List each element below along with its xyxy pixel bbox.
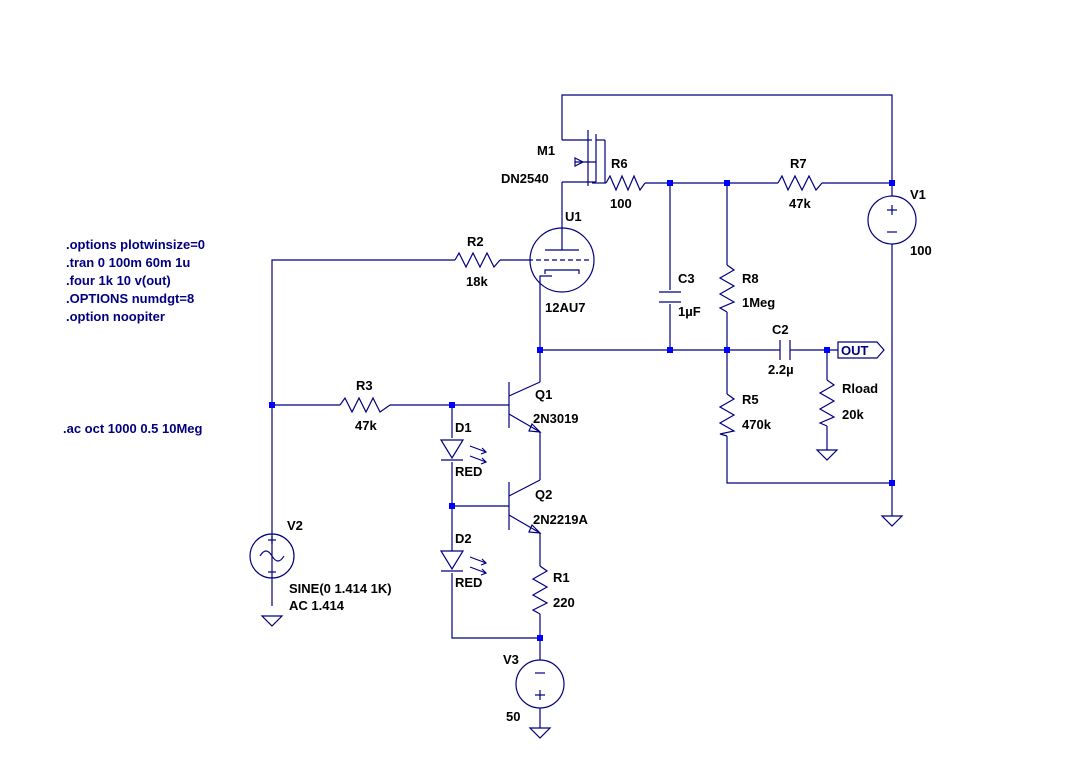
r5-ref-label: R5 xyxy=(742,392,759,407)
resistor-r7-symbol[interactable] xyxy=(777,174,823,192)
q2-value-label: 2N2219A xyxy=(533,512,589,527)
c2-ref-label: C2 xyxy=(772,322,789,337)
r1-value-label: 220 xyxy=(553,595,575,610)
r1-ref-label: R1 xyxy=(553,570,570,585)
mosfet-m1-symbol[interactable] xyxy=(561,130,606,186)
m1-value-label: DN2540 xyxy=(501,171,549,186)
directive-line: .tran 0 100m 60m 1u xyxy=(66,255,190,270)
voltage-source-v1-symbol[interactable] xyxy=(867,195,917,245)
out-net-flag xyxy=(837,341,885,359)
resistor-r5-symbol[interactable] xyxy=(718,393,736,437)
c2-value-label: 2.2µ xyxy=(768,362,794,377)
directive-line: .four 1k 10 v(out) xyxy=(66,273,171,288)
tube-u1-symbol[interactable] xyxy=(528,227,595,293)
r2-value-label: 18k xyxy=(466,274,488,289)
m1-ref-label: M1 xyxy=(537,143,555,158)
ground-v2-symbol xyxy=(260,615,284,627)
q1-value-label: 2N3019 xyxy=(533,411,579,426)
resistor-r1-symbol[interactable] xyxy=(531,565,549,615)
resistor-r6-symbol[interactable] xyxy=(605,174,646,192)
voltage-source-v2-symbol[interactable] xyxy=(249,533,295,579)
r6-value-label: 100 xyxy=(610,196,632,211)
ground-v3-symbol xyxy=(528,727,552,739)
d1-ref-label: D1 xyxy=(455,420,472,435)
ground-v1-symbol xyxy=(880,515,904,527)
v2-ref-label: V2 xyxy=(287,518,303,533)
resistor-r2-symbol[interactable] xyxy=(454,251,501,269)
d2-value-label: RED xyxy=(455,575,482,590)
wires xyxy=(271,94,893,728)
c3-value-label: 1µF xyxy=(678,304,701,319)
c3-ref-label: C3 xyxy=(678,271,695,286)
v2-ac-label: AC 1.414 xyxy=(289,598,345,613)
r8-value-label: 1Meg xyxy=(742,295,775,310)
d1-value-label: RED xyxy=(455,464,482,479)
r7-value-label: 47k xyxy=(789,196,811,211)
ac-directive[interactable]: .ac oct 1000 0.5 10Meg xyxy=(63,421,203,436)
r5-value-label: 470k xyxy=(742,417,772,432)
u1-ref-label: U1 xyxy=(565,209,582,224)
capacitor-c3-symbol[interactable] xyxy=(659,291,681,303)
rload-ref-label: Rload xyxy=(842,381,878,396)
transistor-q2-symbol[interactable] xyxy=(508,479,542,538)
resistor-rload-symbol[interactable] xyxy=(818,379,836,427)
transistor-q1-symbol[interactable] xyxy=(508,381,542,440)
led-d1-symbol[interactable] xyxy=(439,439,488,465)
v1-value-label: 100 xyxy=(910,243,932,258)
directive-line: .options plotwinsize=0 xyxy=(66,237,205,252)
v3-value-label: 50 xyxy=(506,709,520,724)
v1-ref-label: V1 xyxy=(910,187,926,202)
d2-ref-label: D2 xyxy=(455,531,472,546)
capacitor-c2-symbol[interactable] xyxy=(776,340,794,360)
junctions xyxy=(269,180,895,641)
led-d2-symbol[interactable] xyxy=(439,550,488,576)
out-net-label: OUT xyxy=(841,343,869,358)
directive-line: .OPTIONS numdgt=8 xyxy=(66,291,194,306)
u1-value-label: 12AU7 xyxy=(545,300,585,315)
resistor-r3-symbol[interactable] xyxy=(339,396,391,414)
v2-value-label: SINE(0 1.414 1K) xyxy=(289,581,392,596)
r7-ref-label: R7 xyxy=(790,156,807,171)
q2-ref-label: Q2 xyxy=(535,487,552,502)
spice-directives[interactable]: .options plotwinsize=0 .tran 0 100m 60m … xyxy=(66,237,205,324)
v3-ref-label: V3 xyxy=(503,652,519,667)
q1-ref-label: Q1 xyxy=(535,387,552,402)
resistor-r8-symbol[interactable] xyxy=(718,264,736,313)
voltage-source-v3-symbol[interactable] xyxy=(515,659,565,709)
ground-rload-symbol xyxy=(815,449,839,461)
r3-value-label: 47k xyxy=(355,418,377,433)
r6-ref-label: R6 xyxy=(611,156,628,171)
r8-ref-label: R8 xyxy=(742,271,759,286)
r2-ref-label: R2 xyxy=(467,234,484,249)
rload-value-label: 20k xyxy=(842,407,864,422)
directive-line: .option noopiter xyxy=(66,309,165,324)
r3-ref-label: R3 xyxy=(356,378,373,393)
